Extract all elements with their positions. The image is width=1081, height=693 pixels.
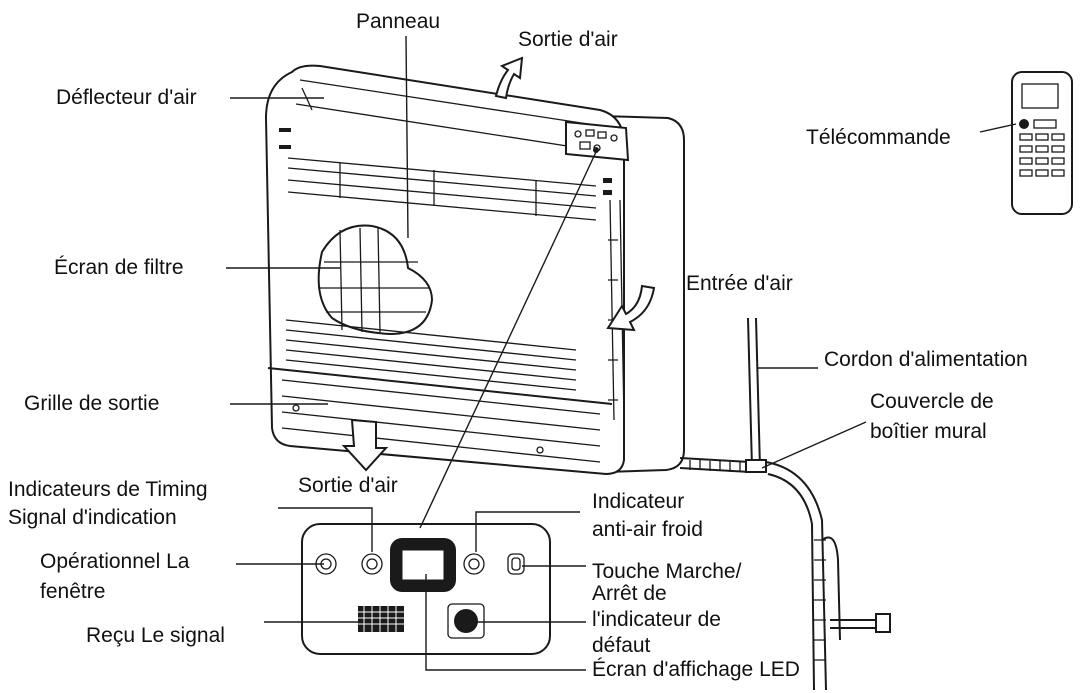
onoff-label-line4: défaut — [592, 634, 651, 657]
air-outlet-bottom-arrow — [341, 418, 389, 472]
air-deflector-label: Déflecteur d'air — [56, 86, 197, 109]
air-outlet-bottom-label: Sortie d'air — [298, 474, 398, 497]
led-display-label: Écran d'affichage LED — [592, 658, 800, 681]
anti-cold-label-line2: anti-air froid — [592, 518, 703, 541]
remote-control — [1011, 71, 1073, 215]
wall-box-cover-label-line1: Couvercle de — [870, 390, 994, 413]
onoff-label-line2: Arrêt de — [592, 582, 667, 605]
onoff-label-line3: l'indicateur de — [592, 608, 721, 631]
timing-indicators-label-line2: Signal d'indication — [8, 506, 177, 529]
outlet-grille-label: Grille de sortie — [24, 392, 160, 415]
power-cord-and-pipes — [679, 317, 891, 691]
air-outlet-top-label: Sortie d'air — [518, 28, 618, 51]
air-inlet-arrow — [606, 284, 656, 332]
wall-box-cover-label-line2: boîtier mural — [870, 420, 987, 443]
power-cord-label: Cordon d'alimentation — [824, 348, 1028, 371]
air-inlet-label: Entrée d'air — [686, 272, 793, 295]
operational-label-line1: Opérationnel La — [40, 550, 190, 573]
unit-body — [264, 64, 685, 476]
timing-indicators-label-line1: Indicateurs de Timing — [8, 478, 208, 501]
anti-cold-label-line1: Indicateur — [592, 490, 685, 513]
panel-label: Panneau — [356, 10, 441, 33]
air-outlet-top-arrow — [494, 56, 524, 100]
leader-lines — [226, 35, 1017, 671]
received-signal-label: Reçu Le signal — [86, 624, 225, 647]
operational-label-line2: fenêtre — [40, 580, 106, 603]
remote-label: Télécommande — [806, 126, 951, 149]
onoff-label-line1: Touche Marche/ — [592, 560, 742, 583]
filter-screen-label: Écran de filtre — [54, 256, 184, 279]
